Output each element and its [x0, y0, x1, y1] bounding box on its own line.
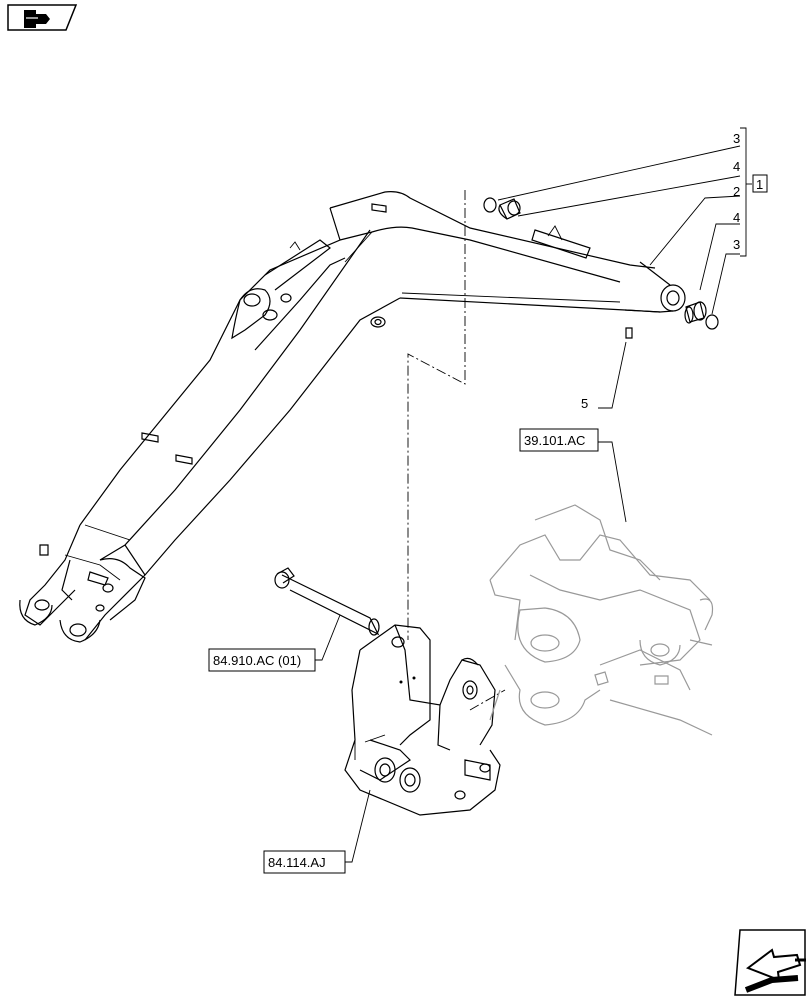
ref-84-910-ac[interactable]: 84.910.AC (01): [208, 648, 316, 672]
book-page-icon[interactable]: [7, 4, 78, 31]
seal-top: [483, 197, 497, 213]
callout-3-top[interactable]: 3: [733, 131, 740, 146]
upper-frame-ghost: [489, 504, 714, 736]
seal-bottom: [705, 314, 719, 330]
callout-4-bottom[interactable]: 4: [733, 210, 740, 225]
svg-text:39.101.AC: 39.101.AC: [524, 433, 585, 448]
callout-leaders: [497, 127, 752, 409]
pin: [274, 567, 380, 636]
svg-text:84.114.AJ: 84.114.AJ: [268, 855, 326, 870]
callout-2[interactable]: 2: [733, 184, 740, 199]
assembly-lines: [407, 190, 506, 711]
callout-5[interactable]: 5: [581, 396, 588, 411]
svg-text:84.910.AC (01): 84.910.AC (01): [213, 653, 301, 668]
boom-arm: [19, 191, 686, 643]
callout-1[interactable]: 1: [756, 177, 763, 192]
next-arrow-icon[interactable]: [734, 929, 806, 996]
callout-1-box: [752, 174, 768, 193]
bushing-bottom: [684, 301, 707, 324]
ref-39-101-ac[interactable]: 39.101.AC: [519, 428, 599, 452]
callout-4-top[interactable]: 4: [733, 159, 740, 174]
callout-3-bottom[interactable]: 3: [733, 237, 740, 252]
swing-bracket: [344, 624, 501, 816]
ref-84-114-aj[interactable]: 84.114.AJ: [263, 850, 346, 874]
bushing-top: [498, 198, 521, 220]
reference-leaders: [315, 441, 627, 863]
